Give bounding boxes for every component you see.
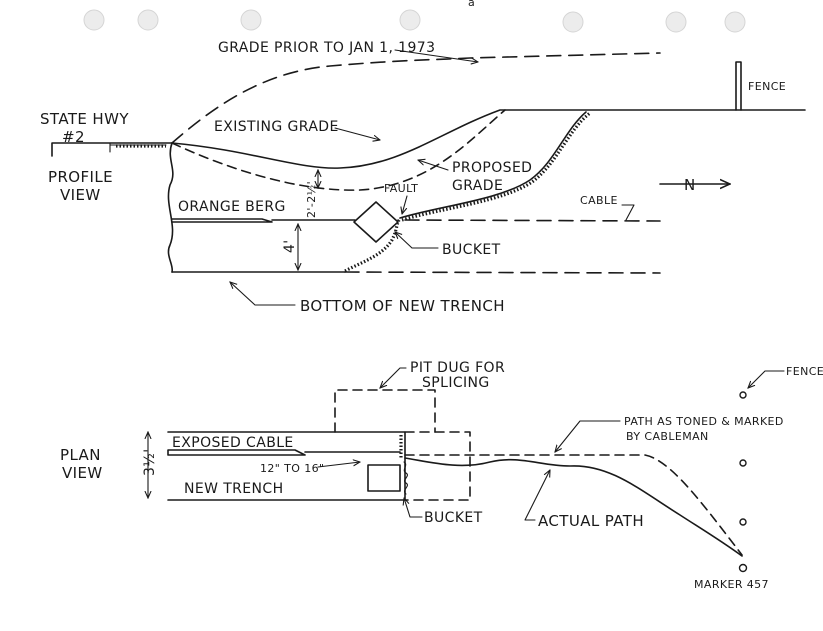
highway-surface bbox=[51, 142, 173, 157]
offset-leader bbox=[317, 462, 360, 468]
trench-bottom-leader bbox=[230, 282, 296, 306]
proposed-grade-label: PROPOSED bbox=[452, 160, 532, 176]
page-mark: a bbox=[468, 0, 475, 9]
profile-fence bbox=[735, 61, 742, 111]
proposed-grade-leader bbox=[418, 160, 449, 171]
depth-dimension-text: 2'-2½' bbox=[305, 181, 318, 218]
bucket-wave bbox=[403, 461, 408, 495]
existing-grade-label: EXISTING GRADE bbox=[214, 119, 339, 135]
actual-path-leader bbox=[524, 470, 550, 521]
trench-wall bbox=[167, 142, 174, 273]
splice-pit-outline bbox=[334, 389, 436, 433]
pit-label-2: SPLICING bbox=[422, 375, 490, 391]
exposed-cable-label: EXPOSED CABLE bbox=[172, 435, 294, 451]
plan-bucket-leader bbox=[404, 498, 423, 518]
fault-line bbox=[399, 111, 587, 219]
orange-berg-cable bbox=[171, 218, 273, 223]
plan-view: 3½' PLAN VIEW PIT DUG FOR SPLICING PATH … bbox=[60, 360, 823, 591]
profile-title-2: VIEW bbox=[60, 186, 101, 204]
pit-label: PIT DUG FOR bbox=[410, 360, 505, 376]
offset-label: 12" TO 16" bbox=[260, 462, 324, 475]
plan-title: PLAN bbox=[60, 446, 101, 464]
existing-grade-leader bbox=[334, 127, 380, 140]
proposed-grade-label-2: GRADE bbox=[452, 178, 503, 194]
grade-prior-label: GRADE PRIOR TO JAN 1, 1973 bbox=[218, 40, 435, 56]
marker-label: MARKER 457 bbox=[694, 578, 769, 591]
plan-fence-label: FENCE bbox=[786, 365, 823, 378]
actual-path-label: ACTUAL PATH bbox=[538, 512, 644, 530]
profile-title: PROFILE bbox=[48, 168, 113, 186]
bucket-leader bbox=[395, 232, 439, 249]
cable-label: CABLE bbox=[580, 194, 618, 207]
marker-post bbox=[739, 518, 747, 526]
profile-view: 2'-2½' 4' N STATE HWY #2 PROFILE VIEW GR… bbox=[40, 40, 806, 315]
north-label: N bbox=[684, 176, 696, 194]
toned-path bbox=[404, 454, 743, 556]
trench-dimension-text: 4' bbox=[282, 239, 298, 253]
proposed-grade-line bbox=[171, 109, 506, 191]
fault-hatch-lower bbox=[344, 217, 402, 273]
highway-label: STATE HWY bbox=[40, 110, 129, 128]
grade-prior-leader bbox=[394, 49, 478, 62]
profile-bucket bbox=[353, 201, 399, 243]
highway-number: #2 bbox=[62, 128, 85, 146]
marker-457 bbox=[738, 563, 748, 573]
trench-bottom-dashed bbox=[344, 271, 661, 274]
bucket-label: BUCKET bbox=[442, 242, 501, 258]
profile-cable-dashed bbox=[404, 219, 661, 222]
binder-holes bbox=[83, 9, 746, 33]
plan-bucket bbox=[367, 464, 401, 492]
fault-label: FAULT bbox=[384, 182, 418, 195]
orange-berg-label: ORANGE BERG bbox=[178, 199, 286, 215]
grade-prior-line bbox=[171, 52, 661, 144]
plan-fence-leader bbox=[748, 370, 785, 388]
exposed-cable-jacket bbox=[167, 449, 306, 456]
marker-post bbox=[739, 391, 747, 399]
profile-fence-label: FENCE bbox=[748, 80, 786, 93]
pit-leader bbox=[380, 367, 407, 388]
fault-hatch bbox=[401, 111, 591, 222]
existing-grade-line bbox=[171, 109, 806, 169]
fault-leader bbox=[402, 195, 408, 214]
plan-bucket-label: BUCKET bbox=[424, 510, 483, 526]
actual-path bbox=[404, 457, 743, 557]
toned-path-leader bbox=[555, 420, 621, 452]
cable-leader bbox=[621, 204, 635, 221]
toned-path-label-2: BY CABLEMAN bbox=[626, 430, 709, 443]
splice-pit-trench bbox=[404, 431, 471, 501]
toned-path-label: PATH AS TONED & MARKED bbox=[624, 415, 784, 428]
trench-bottom-label: BOTTOM OF NEW TRENCH bbox=[300, 297, 505, 315]
width-dimension-text: 3½' bbox=[142, 448, 158, 476]
plan-title-2: VIEW bbox=[62, 464, 103, 482]
marker-post bbox=[739, 459, 747, 467]
new-trench-label: NEW TRENCH bbox=[184, 481, 284, 497]
